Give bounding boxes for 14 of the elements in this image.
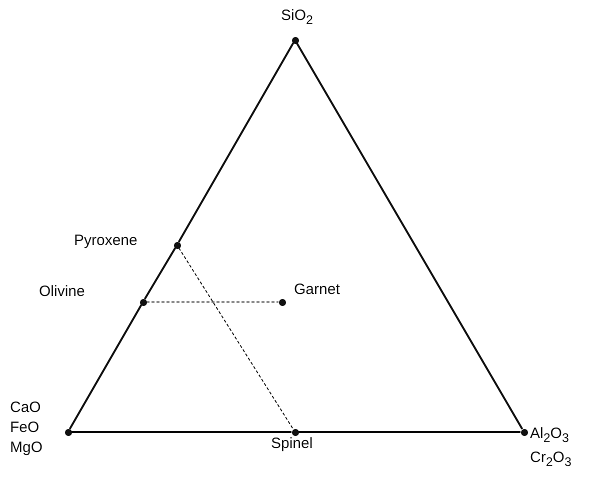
- triangle-side: [72, 431, 292, 433]
- triangle-side: [298, 431, 520, 433]
- tie-line: [178, 247, 294, 430]
- component-label: Spinel: [271, 434, 314, 454]
- component-label: Garnet: [294, 280, 341, 300]
- triangle-side: [144, 248, 176, 300]
- triangle-side: [178, 42, 294, 242]
- triangle-side: [296, 42, 524, 430]
- component-label: Olivine: [39, 282, 86, 302]
- component-label: Al$_{2}$O$_{3}$ Cr$_{2}$O$_{3}$: [530, 424, 572, 471]
- component-label: Pyroxene: [74, 231, 138, 251]
- triangle-side: [68, 304, 142, 430]
- component-label: SiO$_{2}$: [281, 6, 314, 29]
- component-label: CaO FeO MgO: [10, 398, 44, 458]
